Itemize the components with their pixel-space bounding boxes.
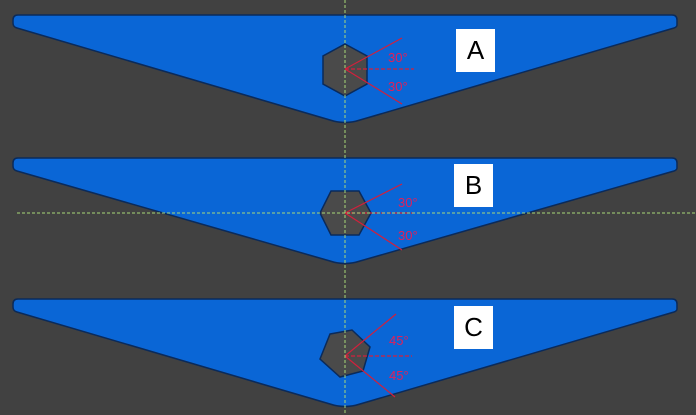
label-a: A	[456, 29, 495, 72]
angle-bottom-a: 30°	[388, 79, 408, 94]
label-c: C	[454, 306, 493, 349]
angle-top-b: 30°	[398, 195, 418, 210]
angle-bottom-c: 45°	[389, 368, 409, 383]
label-b: B	[454, 164, 493, 207]
angle-top-a: 30°	[388, 50, 408, 65]
angle-top-c: 45°	[389, 333, 409, 348]
angle-bottom-b: 30°	[398, 228, 418, 243]
